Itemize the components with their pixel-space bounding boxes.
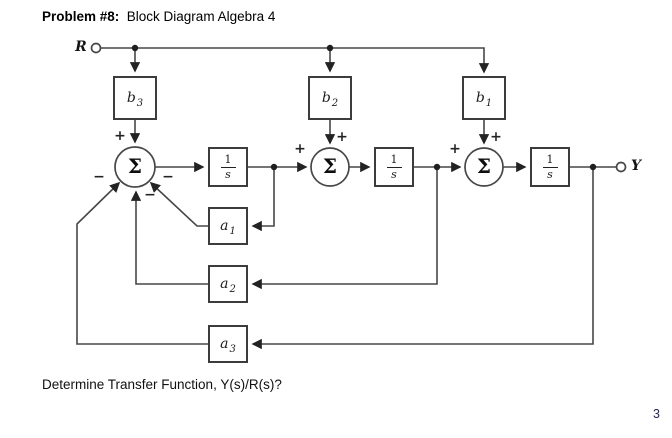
problem-title: Block Diagram Algebra 4 — [119, 9, 276, 24]
wire-tap-to-a3 — [251, 167, 594, 350]
question-text: Determine Transfer Function, Y(s)/R(s)? — [42, 377, 282, 392]
summer-3-sign-left: + — [449, 141, 461, 157]
page-number: 3 — [653, 407, 660, 421]
input-terminal — [90, 42, 102, 54]
input-label: R — [75, 39, 87, 55]
summer-3-symbol: Σ — [476, 154, 492, 179]
wire-tap-to-a1 — [251, 167, 275, 232]
wire-a2-to-summer1 — [130, 190, 208, 285]
summer-1-symbol: Σ — [127, 154, 143, 179]
summer-3-sign-top: + — [490, 129, 502, 145]
block-a3-label: a3 — [220, 336, 236, 355]
block-b1: b1 — [462, 76, 506, 120]
summer-2-sign-top: + — [336, 129, 348, 145]
summer-2-sign-left: + — [294, 141, 306, 157]
junction-dot — [433, 163, 441, 171]
output-terminal — [615, 161, 627, 173]
wire-tap-to-a2 — [251, 167, 438, 290]
block-a1-label: a1 — [220, 218, 236, 237]
summer-1-sign-right: − — [162, 169, 174, 185]
block-b2: b2 — [308, 76, 352, 120]
junction-dot — [131, 44, 139, 52]
summer-1-circle — [114, 146, 156, 188]
summer-1-sign-bottom: − — [144, 187, 156, 203]
block-a3: a3 — [208, 325, 248, 363]
block-b3-label: b3 — [126, 90, 144, 109]
junction-dot — [589, 163, 597, 171]
wire-a1-to-summer1 — [149, 181, 208, 227]
page-title: Problem #8: Block Diagram Algebra 4 — [42, 9, 275, 24]
block-b2-label: b2 — [321, 90, 339, 109]
summer-1-sign-left: − — [93, 169, 105, 185]
wire-a3-to-summer1 — [76, 181, 208, 345]
junction-dot — [270, 163, 278, 171]
junction-dot — [326, 44, 334, 52]
summer-2-circle — [310, 147, 350, 187]
block-a2: a2 — [208, 265, 248, 303]
output-label: Y — [631, 158, 641, 174]
block-b1-label: b1 — [475, 90, 493, 109]
summer-3-circle — [464, 147, 504, 187]
wire-input-rail — [101, 47, 490, 74]
problem-number: Problem #8: — [42, 9, 120, 24]
block-a2-label: a2 — [220, 276, 236, 295]
block-a1: a1 — [208, 207, 248, 245]
block-b3: b3 — [113, 76, 157, 120]
summer-1-sign-top: + — [114, 128, 126, 144]
summer-2-symbol: Σ — [322, 154, 338, 179]
